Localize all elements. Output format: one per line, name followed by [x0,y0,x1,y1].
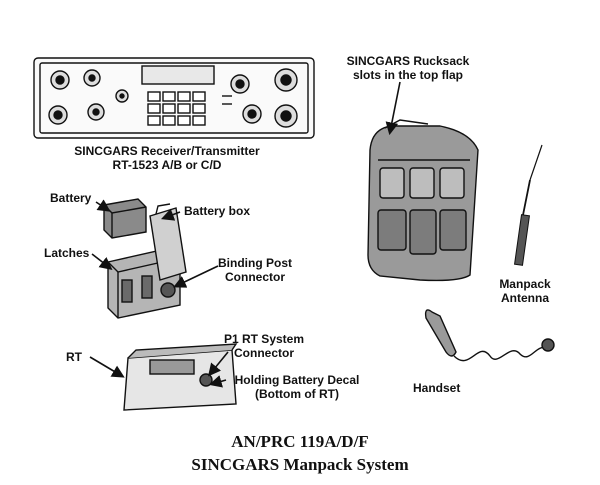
battery-box-label: Battery box [184,204,251,218]
p1-label-line1: P1 RT System [223,332,305,346]
battery-box-illustration [107,203,187,319]
handset-label: Handset [413,381,461,395]
receiver-label-line2: RT-1523 A/B or C/D [112,158,222,172]
rucksack-label-line2: slots in the top flap [353,68,463,82]
caption-line1: AN/PRC 119A/D/F [231,432,369,451]
receiver-label-line1: SINCGARS Receiver/Transmitter [74,144,260,158]
receiver-transmitter-label: SINCGARS Receiver/Transmitter RT-1523 A/… [62,144,272,172]
antenna-label-line2: Antenna [501,291,549,305]
binding-post-label-line2: Connector [225,270,285,284]
rt-label: RT [66,350,82,364]
p1-label-line2: Connector [234,346,294,360]
decal-label-line2: (Bottom of RT) [255,387,339,401]
binding-post-label: Binding Post Connector [210,256,300,284]
binding-post-label-line1: Binding Post [218,256,292,270]
rucksack-illustration [367,119,479,282]
p1-connector-label: P1 RT System Connector [214,332,314,360]
battery-label: Battery [50,191,92,205]
leader-arrows [89,81,401,388]
handset-illustration [424,309,555,362]
rucksack-label-line1: SINCGARS Rucksack [346,54,470,68]
manpack-antenna-illustration [513,144,543,266]
battery-illustration [103,198,147,239]
latches-label: Latches [44,246,90,260]
holding-battery-decal-label: Holding Battery Decal (Bottom of RT) [222,373,372,401]
manpack-antenna-label: Manpack Antenna [490,277,560,305]
decal-label-line1: Holding Battery Decal [234,373,360,387]
rucksack-label: SINCGARS Rucksack slots in the top flap [338,54,478,82]
receiver-transmitter-illustration [33,57,315,139]
antenna-label-line1: Manpack [499,277,551,291]
caption-line2: SINCGARS Manpack System [191,455,409,474]
